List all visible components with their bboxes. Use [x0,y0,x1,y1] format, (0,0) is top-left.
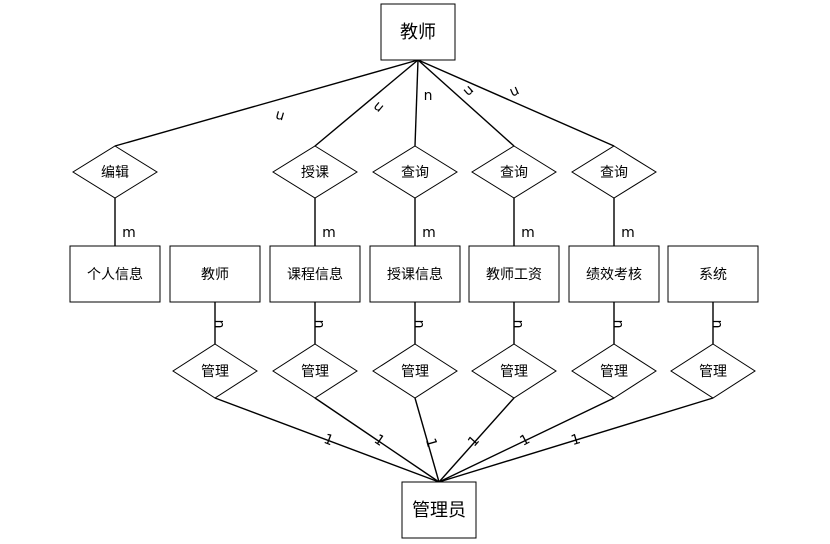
relation-manage-4-label: 管理 [500,364,528,380]
card-query3-n: n [507,83,522,101]
card-mgmt2-1: 1 [371,432,387,450]
card-mgmt1-1: 1 [321,431,335,449]
entity-admin-label: 管理员 [412,500,466,521]
relation-manage-3: 管理 [372,343,458,399]
card-teach-m: m [322,225,336,241]
relation-manage-6-label: 管理 [699,364,727,380]
relation-query-1-label: 查询 [401,165,429,181]
entity-system: 系统 [667,245,759,303]
edges-middle-bottom [214,302,714,344]
relation-manage-2-label: 管理 [301,364,329,380]
edges-teacher [114,59,615,147]
card-teach-n: n [370,98,387,116]
entity-course-info-label: 课程信息 [287,266,343,283]
edge-teacher-query2 [417,59,515,147]
relation-query-2: 查询 [471,145,557,199]
edge-manage5-admin [438,397,615,483]
relation-manage-1: 管理 [172,343,258,399]
relation-edit-label: 编辑 [101,165,129,181]
card-query1-m: m [422,225,436,241]
card-mgmt6-1: 1 [569,431,582,449]
card-mgmt2-n: n [311,320,327,329]
entity-performance-label: 绩效考核 [586,267,642,283]
edge-manage1-admin [214,397,440,483]
entity-teaching-info: 授课信息 [369,245,461,303]
edge-teacher-edit [114,59,419,147]
relation-manage-2: 管理 [272,343,358,399]
entity-teacher-salary: 教师工资 [468,245,560,303]
card-mgmt5-1: 1 [517,431,532,449]
relation-query-3-label: 查询 [600,165,628,181]
entity-teacher-label: 教师 [201,267,229,283]
relation-edit: 编辑 [72,145,158,199]
edge-manage3-admin [414,397,440,483]
cardinality-top-n: n n n n n [273,82,522,125]
relation-manage-1-label: 管理 [201,364,229,380]
relation-manage-3-label: 管理 [401,364,429,380]
card-mgmt3-n: n [411,320,427,329]
entity-personal-info: 个人信息 [69,245,161,303]
entity-admin: 管理员 [401,481,477,539]
relation-query-1: 查询 [372,145,458,199]
card-query3-m: m [621,225,635,241]
card-query2-m: m [521,225,535,241]
edge-manage4-admin [438,397,515,483]
relation-teach: 授课 [272,145,358,199]
edge-manage2-admin [314,397,440,483]
card-mgmt5-n: n [610,320,626,329]
card-mgmt4-n: n [510,320,526,329]
edge-teacher-query3 [417,59,615,147]
entity-system-label: 系统 [699,267,727,283]
edge-teacher-teach [314,59,419,147]
edge-teacher-query1 [414,59,419,147]
card-mgmt1-n: n [211,320,227,329]
entity-course-info: 课程信息 [269,245,361,303]
relation-manage-5: 管理 [571,343,657,399]
relation-manage-5-label: 管理 [600,364,628,380]
cardinality-m: m m m m m [122,225,635,241]
relation-manage-6: 管理 [670,343,756,399]
edge-manage6-admin [438,397,714,483]
edges-top-middle [114,198,615,246]
card-mgmt6-n: n [709,320,725,329]
entity-teacher: 教师 [169,245,261,303]
entity-teacher-top: 教师 [380,3,456,61]
relation-manage-4: 管理 [471,343,557,399]
relation-teach-label: 授课 [301,165,329,181]
entity-teaching-info-label: 授课信息 [387,266,443,283]
entity-personal-info-label: 个人信息 [87,266,143,283]
entity-teacher-salary-label: 教师工资 [486,267,542,283]
relation-query-3: 查询 [571,145,657,199]
cardinality-admin-1: 1 1 1 1 1 1 [321,431,582,450]
cardinality-mid-n: n n n n n n [211,320,725,329]
entity-performance: 绩效考核 [568,245,660,303]
card-mgmt3-1: 1 [422,436,440,449]
card-query1-n: n [424,88,433,104]
card-edit-m: m [122,225,136,241]
entity-teacher-top-label: 教师 [400,22,436,43]
relation-query-2-label: 查询 [500,165,528,181]
edges-admin [214,397,714,483]
card-edit-n: n [273,107,286,125]
